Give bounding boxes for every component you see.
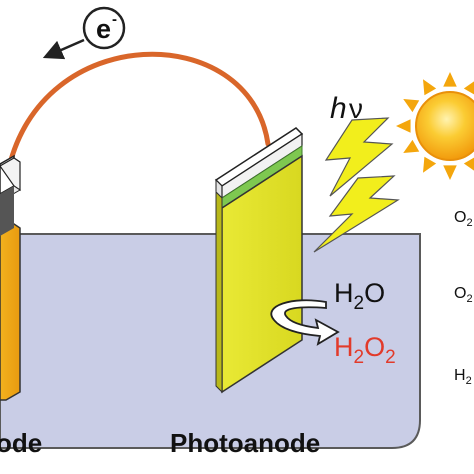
left-electrode-body bbox=[0, 223, 21, 401]
electron-badge: e - bbox=[82, 6, 126, 50]
water-formula: H2O bbox=[334, 278, 385, 314]
side-reaction-1: O2 bbox=[454, 209, 473, 229]
photoanode-label: Photoanode bbox=[170, 428, 320, 458]
external-wire bbox=[5, 51, 271, 175]
reaction-arrow bbox=[270, 299, 340, 346]
photoanode-electrode bbox=[214, 127, 304, 394]
left-electrode bbox=[0, 154, 21, 401]
peroxide-formula: H2O2 bbox=[334, 332, 396, 368]
sun-ray bbox=[443, 165, 457, 180]
electrolyte bbox=[0, 233, 421, 449]
sun-ray bbox=[463, 81, 474, 95]
sun-ray bbox=[403, 99, 420, 113]
sun-ray bbox=[443, 72, 457, 87]
photon-nu: ν bbox=[349, 93, 363, 124]
electron-symbol: e bbox=[96, 14, 111, 44]
left-electrode-label: ode bbox=[0, 428, 42, 458]
sun-ray bbox=[423, 79, 437, 96]
sun-ray bbox=[463, 157, 474, 171]
electrolyte-container bbox=[0, 233, 421, 449]
side-reaction-2: O2 bbox=[454, 285, 473, 305]
sun-ray bbox=[403, 139, 420, 153]
photon-h: h bbox=[330, 92, 347, 125]
electron-flow-arrow bbox=[42, 38, 85, 60]
sun-ray bbox=[396, 119, 411, 133]
sun-icon bbox=[396, 72, 474, 180]
electron-charge: - bbox=[112, 11, 117, 28]
lightning-icon bbox=[313, 117, 400, 253]
sun-ray bbox=[423, 156, 437, 173]
side-reaction-3: H2 bbox=[454, 367, 472, 387]
